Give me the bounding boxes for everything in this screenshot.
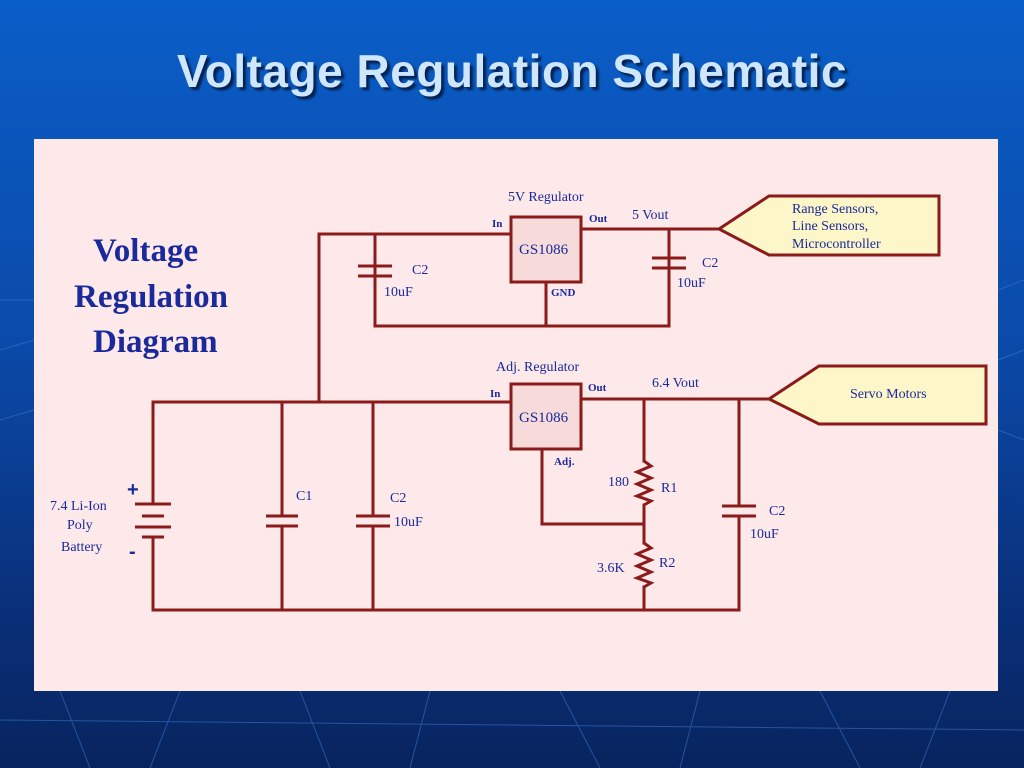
output-servo	[766, 364, 988, 426]
regadj-title: Adj. Regulator	[496, 360, 580, 375]
cap-topleft-name: C2	[412, 263, 428, 278]
regadj-in-pin: In	[490, 388, 500, 400]
resistor-r2-name: R2	[659, 556, 675, 571]
wire-adj-pin	[540, 447, 646, 526]
battery-label-line3: Battery	[61, 540, 102, 555]
reg5-vout: 5 Vout	[632, 208, 669, 223]
cap-topleft-value: 10uF	[384, 285, 413, 300]
diagram-heading-line2: Regulation	[74, 279, 228, 315]
cap-mid-name: C2	[390, 491, 406, 506]
reg5-gnd-pin: GND	[551, 287, 576, 299]
diagram-heading-line3: Diagram	[93, 324, 218, 360]
battery-minus: -	[129, 541, 136, 563]
regadj-out-pin: Out	[588, 382, 607, 394]
battery-plus: +	[127, 479, 139, 501]
reg5-chip: GS1086	[519, 242, 569, 258]
cap-topright-name: C2	[702, 256, 718, 271]
resistor-r1	[632, 459, 655, 507]
schematic-diagram: Voltage Regulation Diagram 5V Regulator …	[50, 190, 988, 612]
battery-label-line1: 7.4 Li-Ion	[50, 499, 107, 514]
regulator-adj	[509, 382, 583, 451]
sensors-line3: Microcontroller	[792, 237, 881, 252]
regadj-adj-pin: Adj.	[554, 456, 575, 468]
regadj-vout: 6.4 Vout	[652, 376, 699, 391]
sensors-line1: Range Sensors,	[792, 202, 878, 217]
battery-label-line2: Poly	[67, 518, 93, 533]
cap-right-name: C2	[769, 504, 785, 519]
resistor-r1-name: R1	[661, 481, 677, 496]
cap-c1-name: C1	[296, 489, 312, 504]
wire-top-input	[317, 232, 511, 404]
regadj-chip: GS1086	[519, 410, 569, 426]
diagram-heading-line1: Voltage	[93, 233, 198, 269]
reg5-title: 5V Regulator	[508, 190, 584, 205]
cap-right-value: 10uF	[750, 527, 779, 542]
resistor-r2-value: 3.6K	[597, 561, 625, 576]
regulator-5v	[509, 215, 583, 284]
schematic-panel: Voltage Regulation Diagram 5V Regulator …	[34, 139, 998, 691]
servo-label: Servo Motors	[850, 387, 927, 402]
slide-title: Voltage Regulation Schematic	[176, 45, 848, 97]
reg5-in-pin: In	[492, 218, 502, 230]
reg5-out-pin: Out	[589, 213, 608, 225]
output-sensors	[716, 194, 941, 257]
resistor-r2	[632, 541, 655, 589]
cap-topright-value: 10uF	[677, 276, 706, 291]
sensors-line2: Line Sensors,	[792, 219, 868, 234]
cap-mid-value: 10uF	[394, 515, 423, 530]
resistor-r1-value: 180	[608, 475, 629, 490]
